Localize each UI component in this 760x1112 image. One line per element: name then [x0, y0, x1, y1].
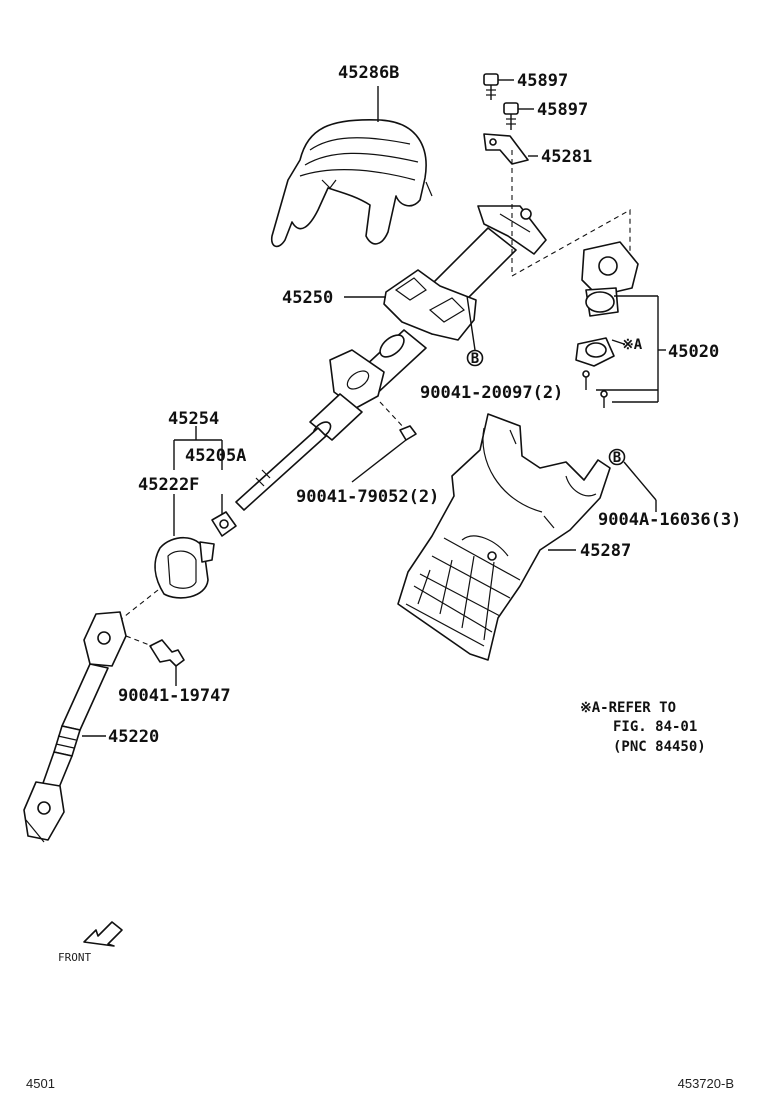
label-45220: 45220 [108, 727, 159, 747]
label-45281: 45281 [541, 147, 592, 167]
label-45897-lower: 45897 [537, 100, 588, 120]
front-arrow-icon [83, 921, 123, 947]
note-line-1: ※A-REFER TO [580, 700, 676, 716]
marker-b-circle-1 [466, 349, 484, 367]
note-line-3: (PNC 84450) [613, 739, 706, 755]
label-90041-20097: 90041-20097(2) [420, 383, 563, 403]
label-9004A-16036: 9004A-16036(3) [598, 510, 741, 530]
label-45250: 45250 [282, 288, 333, 308]
marker-b-circle-2 [608, 448, 626, 466]
label-45254: 45254 [168, 409, 219, 429]
boot-45222F-drawing [154, 536, 215, 599]
bolt-90041-19747-drawing [149, 639, 185, 667]
lower-column-cover-drawing [397, 413, 611, 661]
label-ref-a: ※A [622, 337, 643, 353]
spider-45205A-drawing [211, 511, 237, 537]
label-45897-upper: 45897 [517, 71, 568, 91]
label-45286B: 45286B [338, 63, 399, 83]
front-label: FRONT [58, 951, 91, 964]
lock-cylinder-group-drawing [575, 241, 639, 408]
bolt-45897-lower-drawing [503, 102, 519, 130]
label-90041-79052: 90041-79052(2) [296, 487, 439, 507]
note-line-2: FIG. 84-01 [613, 719, 697, 735]
footer-left-code: 4501 [26, 1076, 55, 1091]
bolt-45897-upper-drawing [483, 73, 499, 100]
steering-column-drawing [235, 205, 547, 511]
nut-90041-79052-drawing [399, 425, 417, 441]
clamp-45281-drawing [483, 133, 529, 165]
footer-right-code: 453720-B [678, 1076, 734, 1091]
label-45020: 45020 [668, 342, 719, 362]
label-90041-19747: 90041-19747 [118, 686, 231, 706]
marker-b-label-1: B [471, 351, 479, 367]
label-45287: 45287 [580, 541, 631, 561]
label-45205A: 45205A [185, 446, 246, 466]
upper-column-cover-drawing [270, 118, 433, 248]
intermediate-shaft-drawing [23, 611, 127, 843]
marker-b-label-2: B [613, 450, 621, 466]
label-45222F: 45222F [138, 475, 199, 495]
